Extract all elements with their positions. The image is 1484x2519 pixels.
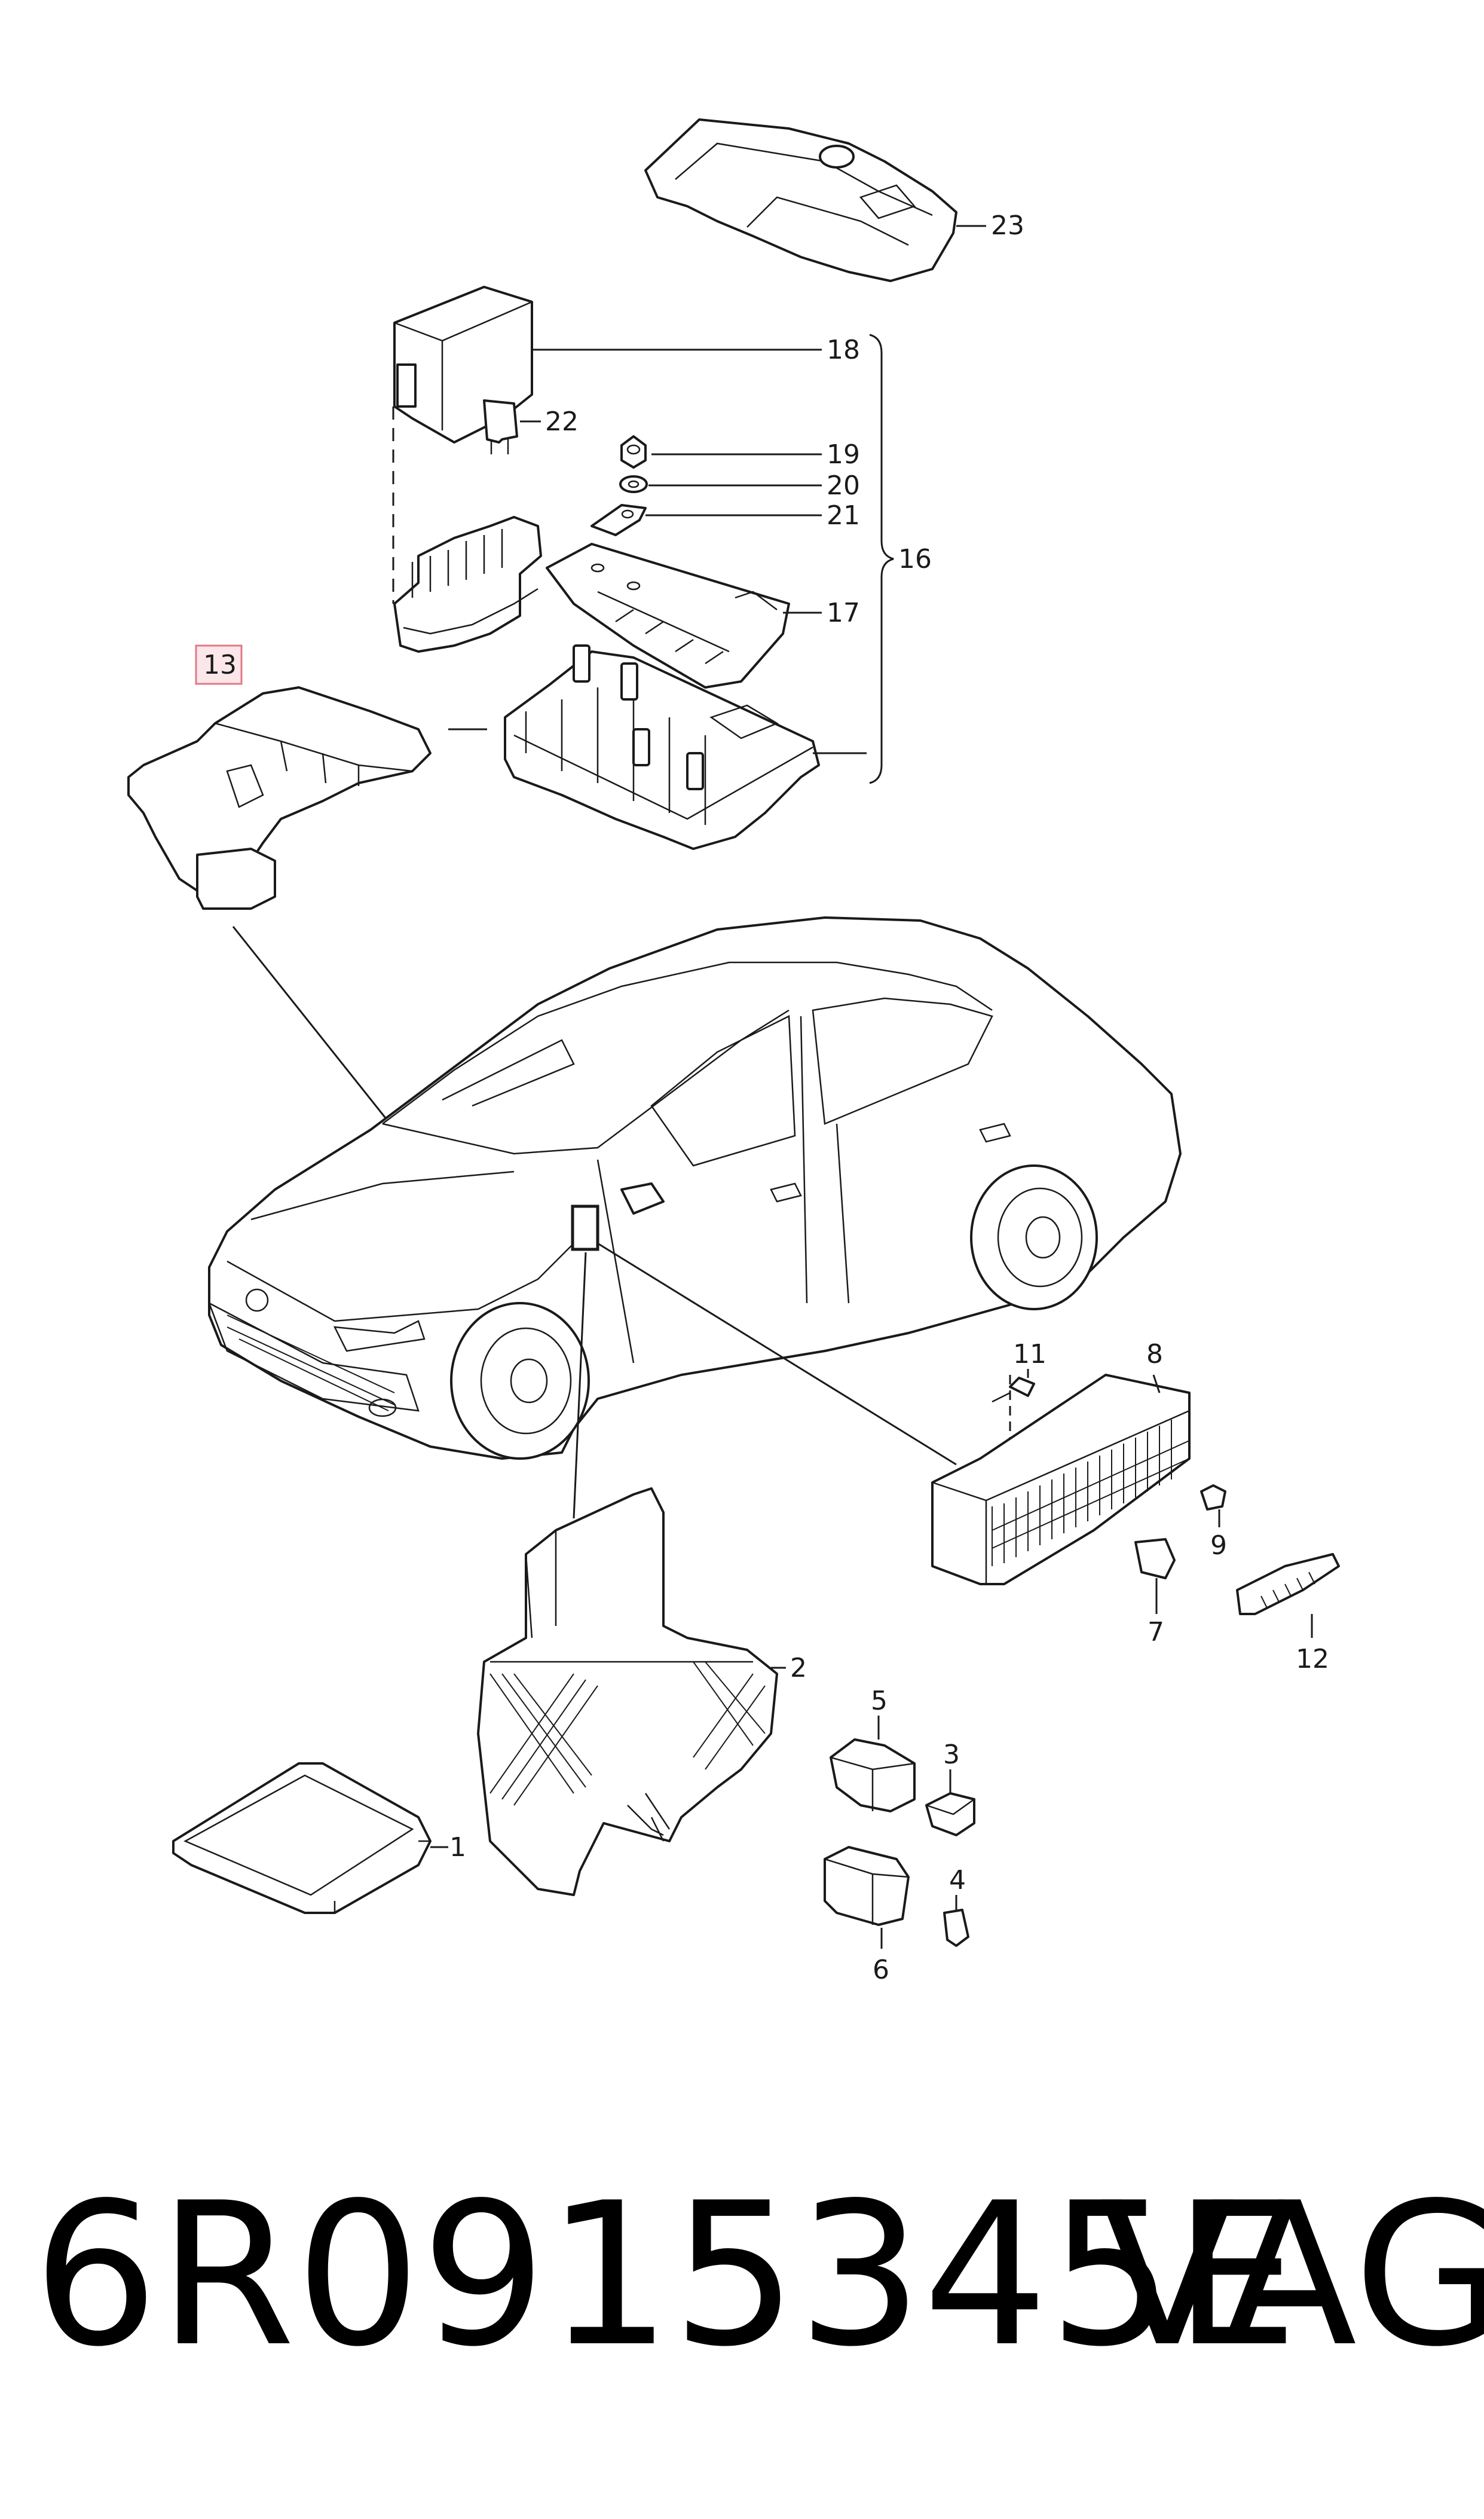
callout-21: 21 xyxy=(827,500,860,531)
part-16-relay-base xyxy=(448,644,867,850)
leader-car-to-2 xyxy=(573,1252,587,1519)
part-12-fuse-puller xyxy=(1236,1553,1340,1638)
callout-20: 20 xyxy=(827,470,860,501)
callout-12: 12 xyxy=(1296,1644,1329,1674)
part-4-fuse xyxy=(943,1895,969,1947)
part-21-strap xyxy=(590,504,822,536)
part-13-bracket xyxy=(127,686,432,910)
callout-3: 3 xyxy=(943,1740,960,1770)
vehicle-illustration xyxy=(207,916,1182,1460)
part-20-washer xyxy=(619,475,822,493)
part-9-fuse xyxy=(1200,1484,1226,1527)
bracket-16 xyxy=(869,334,894,784)
callout-16: 16 xyxy=(898,544,932,574)
part-2-carrier xyxy=(477,1487,786,1896)
part-16-fuse-holder xyxy=(393,516,542,653)
callout-8: 7 xyxy=(1148,1617,1164,1647)
callout-19: 19 xyxy=(827,439,860,470)
callout-1: 1 xyxy=(449,1832,466,1863)
callout-labels: 23 18 22 19 20 21 16 17 13 11 8 9 7 12 2… xyxy=(203,210,1329,1985)
callout-22: 22 xyxy=(545,406,579,437)
callout-13: 13 xyxy=(203,650,237,680)
callout-5: 5 xyxy=(871,1686,888,1716)
part-3-relay xyxy=(925,1769,975,1836)
callout-6: 6 xyxy=(873,1955,889,1985)
part-1-control-module xyxy=(172,1762,448,1914)
callout-7: 8 xyxy=(1146,1339,1163,1369)
callout-2: 2 xyxy=(790,1653,807,1683)
callout-18: 18 xyxy=(827,335,860,365)
footer-brand: VAG xyxy=(1100,2160,1484,2390)
callout-4: 4 xyxy=(949,1865,966,1896)
fuse-panel-location-marker xyxy=(571,1205,599,1251)
part-5-relay xyxy=(830,1716,916,1812)
part-7-relay-panel xyxy=(931,1374,1191,1585)
callout-9: 9 xyxy=(1210,1530,1227,1561)
part-11-screw xyxy=(992,1369,1035,1403)
footer-part-number: 6R0915345E xyxy=(33,2160,1298,2390)
part-23-cover xyxy=(644,118,986,282)
callout-17: 17 xyxy=(827,598,860,628)
callout-13-highlight xyxy=(195,644,243,685)
part-22-fuse xyxy=(483,399,541,454)
part-8-fuse xyxy=(1134,1538,1176,1614)
part-6-connector xyxy=(824,1846,910,1949)
leader-car-to-7 xyxy=(597,1242,957,1466)
callout-11: 11 xyxy=(1013,1339,1047,1369)
part-17-busbar xyxy=(546,543,822,689)
callout-23: 23 xyxy=(991,210,1024,241)
part-19-nut xyxy=(620,435,822,469)
part-18-fuse-cover xyxy=(393,286,822,444)
